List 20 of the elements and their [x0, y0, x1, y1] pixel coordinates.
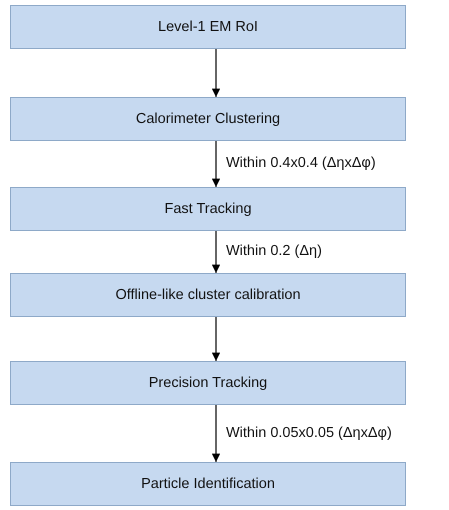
process-box [10, 462, 406, 506]
box-label: Particle Identification [141, 476, 275, 492]
box-label: Offline-like cluster calibration [115, 287, 301, 303]
edge-label: Within 0.4x0.4 (ΔηxΔφ) [226, 155, 376, 171]
process-box [10, 361, 406, 405]
box-label: Precision Tracking [148, 375, 268, 391]
edge-label: Within 0.05x0.05 (ΔηxΔφ) [226, 424, 392, 440]
process-box [10, 5, 406, 49]
arrow [212, 231, 220, 273]
arrow [212, 141, 220, 187]
box-label: Calorimeter Clustering [136, 111, 280, 127]
box-label: Fast Tracking [164, 201, 252, 217]
arrow [212, 405, 220, 462]
arrow [212, 317, 220, 361]
box-label: Level-1 EM RoI [158, 19, 258, 35]
process-box [10, 97, 406, 141]
process-box [10, 187, 406, 231]
edge-label: Within 0.2 (Δη) [226, 243, 322, 259]
process-box [10, 273, 406, 317]
arrow [212, 49, 220, 97]
